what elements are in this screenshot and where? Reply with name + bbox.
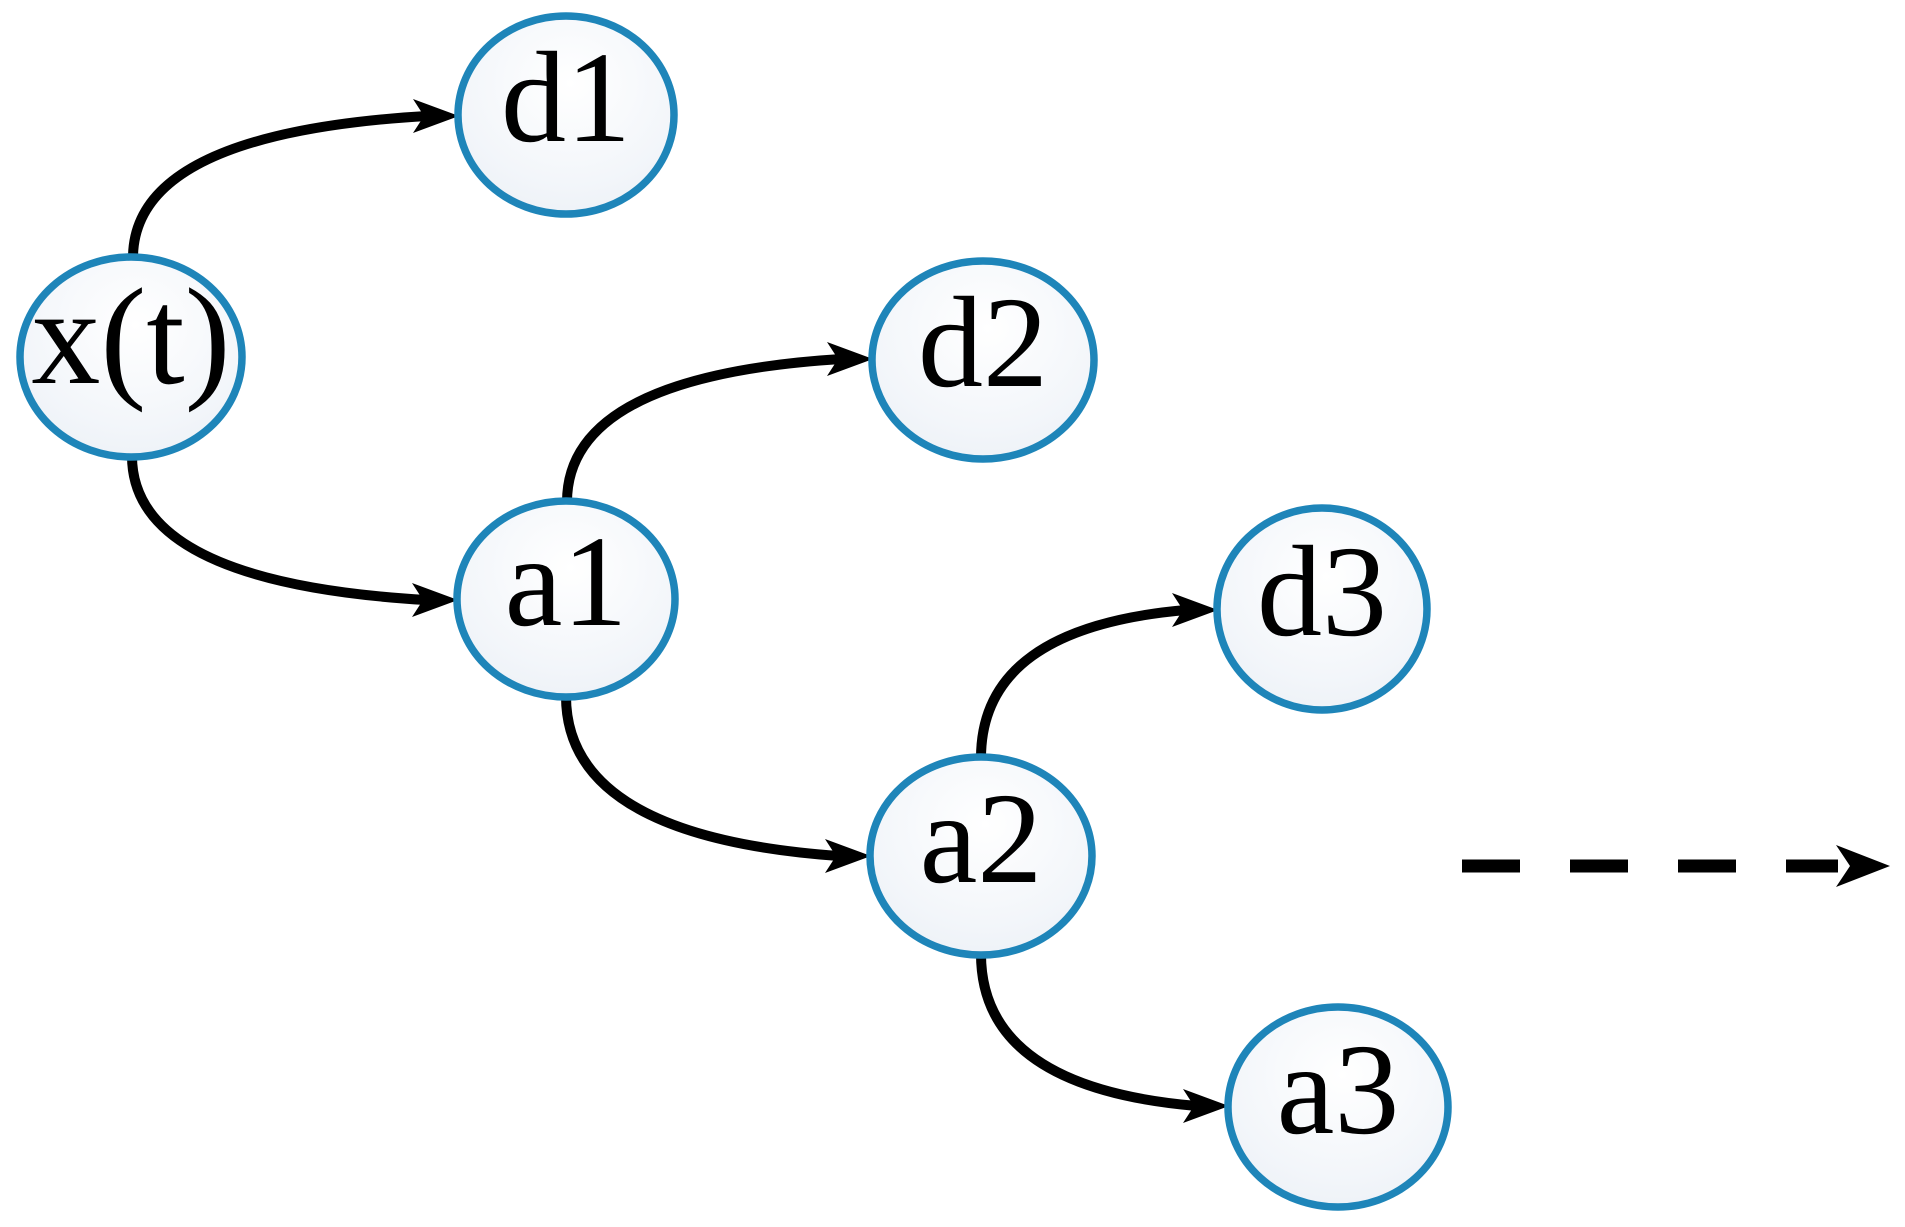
node-xt: x(t) — [16, 253, 246, 461]
node-a1-circle — [453, 497, 679, 701]
continuation-dashed-arrow — [1462, 845, 1890, 887]
arrowhead-icon — [827, 342, 873, 376]
node-d2-label: d2 — [918, 271, 1048, 415]
node-a1-label: a1 — [505, 510, 628, 654]
arrowhead-icon — [412, 583, 458, 617]
edge-curve — [128, 111, 432, 263]
node-d2-circle — [868, 257, 1098, 463]
edges-layer — [127, 99, 1229, 1123]
node-d3-circle — [1213, 504, 1431, 714]
node-a3: a3 — [1224, 1003, 1452, 1211]
edge-xt-d1 — [128, 99, 459, 263]
edge-curve — [976, 949, 1202, 1111]
arrowhead-icon — [413, 99, 459, 133]
edge-curve — [562, 354, 846, 507]
continuation-layer — [1462, 845, 1890, 887]
node-d1: d1 — [454, 12, 678, 218]
node-xt-circle — [16, 253, 246, 461]
edge-curve — [127, 451, 431, 605]
arrowhead-icon — [1172, 593, 1218, 627]
node-a2: a2 — [866, 753, 1096, 959]
node-a1: a1 — [453, 497, 679, 701]
node-d1-label: d1 — [501, 26, 631, 170]
node-a2-label: a2 — [920, 767, 1043, 911]
node-a2-circle — [866, 753, 1096, 959]
arrowhead-icon — [825, 839, 871, 873]
arrowhead-icon — [1836, 845, 1890, 887]
edge-a1-d2 — [562, 342, 873, 507]
edge-xt-a1 — [127, 451, 458, 617]
edge-a2-d3 — [976, 593, 1218, 763]
node-d1-circle — [454, 12, 678, 218]
arrowhead-icon — [1183, 1089, 1229, 1123]
node-d2: d2 — [868, 257, 1098, 463]
node-a3-circle — [1224, 1003, 1452, 1211]
node-d3-label: d3 — [1257, 520, 1387, 664]
edge-a1-a2 — [561, 691, 871, 873]
edge-curve — [976, 605, 1191, 763]
node-xt-label: x(t) — [31, 260, 230, 413]
node-d3: d3 — [1213, 504, 1431, 714]
edge-a2-a3 — [976, 949, 1229, 1123]
nodes-layer: x(t) d1 a1 d2 a2 d3 a3 — [16, 12, 1452, 1211]
node-a3-label: a3 — [1277, 1018, 1400, 1162]
edge-curve — [561, 691, 844, 861]
